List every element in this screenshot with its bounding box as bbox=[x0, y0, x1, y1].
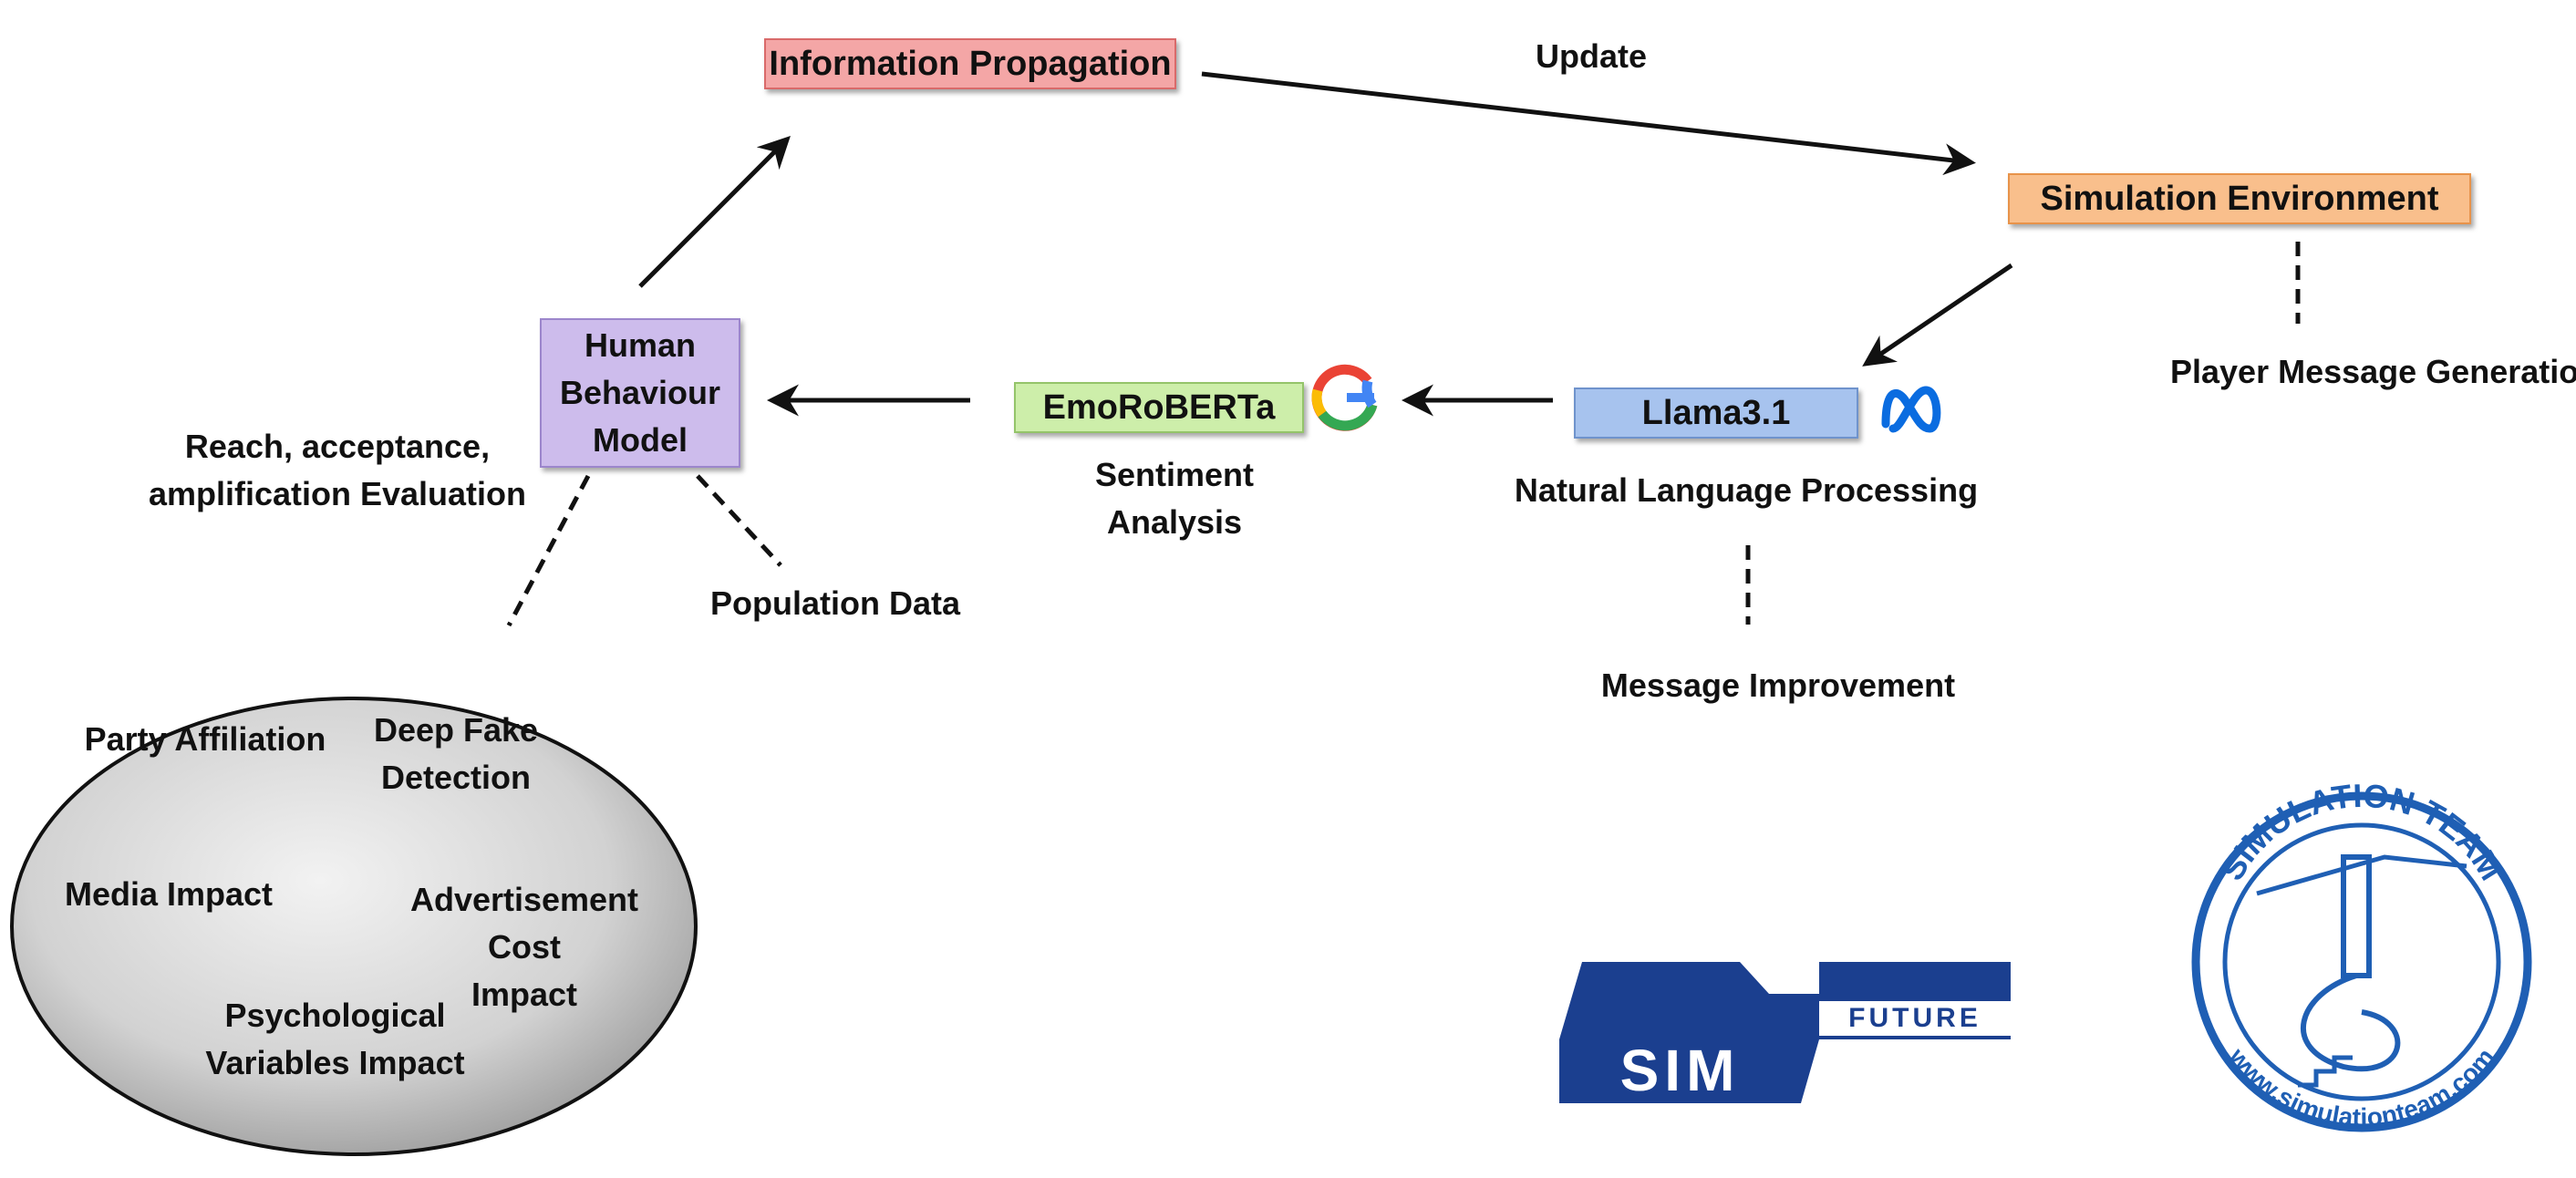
ellipse-item-party-affiliation: Party Affiliation bbox=[84, 720, 326, 758]
factors-ellipse bbox=[10, 697, 698, 1156]
label-player-message-generation: Player Message Generation bbox=[2170, 353, 2576, 390]
node-simulation-environment-label: Simulation Environment bbox=[2040, 179, 2439, 218]
node-information-propagation[interactable]: Information Propagation bbox=[764, 38, 1176, 89]
label-sentiment-analysis: Sentiment Analysis bbox=[1094, 456, 1255, 541]
label-update: Update bbox=[1535, 37, 1647, 75]
ellipse-item-psychological-variables: Psychological Variables Impact bbox=[205, 997, 465, 1081]
node-llama[interactable]: Llama3.1 bbox=[1574, 388, 1858, 439]
simulation-team-logo: SIMULATION TEAM www.simulationteam.com bbox=[2191, 777, 2532, 1132]
arrow-info-to-sim bbox=[1201, 71, 1976, 176]
node-emoroberta[interactable]: EmoRoBERTa bbox=[1014, 382, 1304, 433]
arrow-sim-to-llama bbox=[1862, 263, 2013, 367]
label-natural-language-processing: Natural Language Processing bbox=[1514, 471, 1979, 509]
node-information-propagation-label: Information Propagation bbox=[769, 44, 1172, 83]
ellipse-item-media-impact: Media Impact bbox=[64, 875, 274, 913]
node-llama-label: Llama3.1 bbox=[1641, 393, 1791, 432]
node-human-behaviour-label: Human Behaviour Model bbox=[559, 326, 721, 459]
dashed-hbm-to-population bbox=[696, 474, 782, 567]
simaf-logo-sim-text: SIM bbox=[1619, 1038, 1741, 1103]
node-simulation-environment[interactable]: Simulation Environment bbox=[2008, 173, 2471, 224]
simaf-logo-side-text: FUTURE bbox=[1848, 1003, 1981, 1033]
meta-icon bbox=[1881, 386, 1941, 433]
node-emoroberta-label: EmoRoBERTa bbox=[1042, 388, 1276, 427]
dashed-hbm-to-ellipse bbox=[506, 474, 591, 627]
ellipse-item-advertisement-cost: Advertisement Cost Impact bbox=[409, 881, 639, 1013]
label-message-improvement: Message Improvement bbox=[1600, 666, 1956, 704]
simaf-logo bbox=[1559, 962, 2011, 1103]
node-human-behaviour-model[interactable]: Human Behaviour Model bbox=[540, 318, 740, 468]
label-population-data: Population Data bbox=[709, 584, 960, 622]
ellipse-item-deep-fake-detection: Deep Fake Detection bbox=[373, 711, 539, 796]
google-icon bbox=[1311, 364, 1378, 431]
label-reach-acceptance: Reach, acceptance, amplification Evaluat… bbox=[148, 428, 527, 512]
arrow-hbm-to-info bbox=[638, 136, 791, 288]
